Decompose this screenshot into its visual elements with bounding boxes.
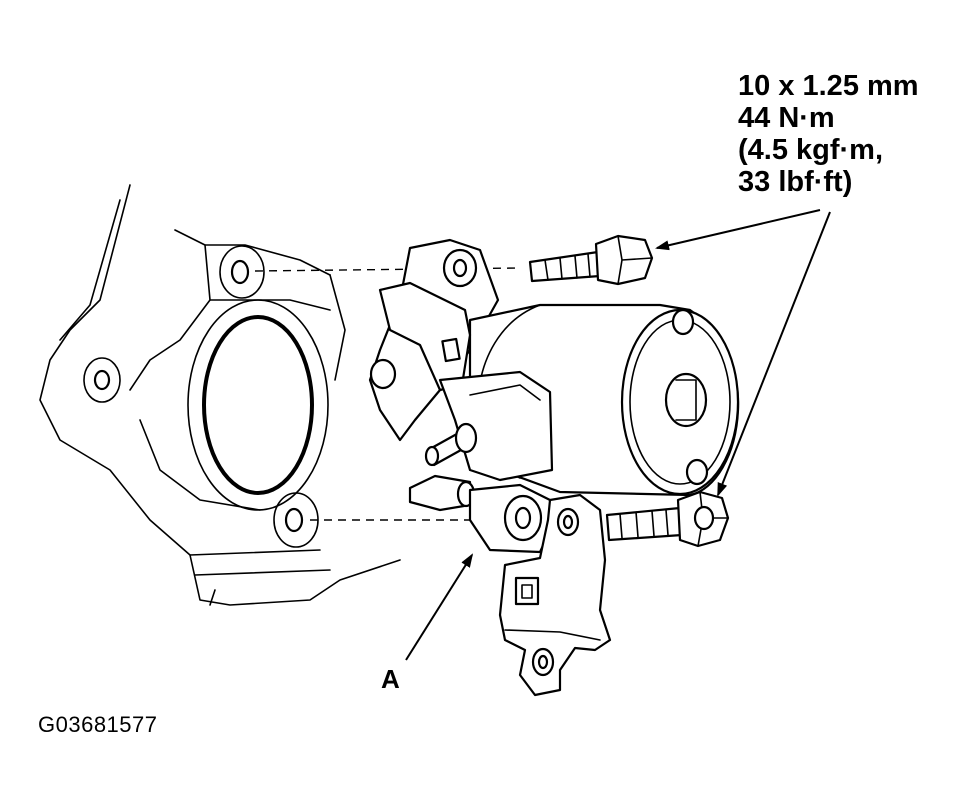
bolt-size-text: 10 x 1.25 mm (738, 70, 919, 102)
starter-motor (368, 238, 740, 554)
torque-nm-text: 44 N·m (738, 102, 835, 134)
upper-bolt-leader (655, 209, 821, 251)
torque-kgfm-text: (4.5 kgf·m, (738, 134, 884, 166)
leader-lines (405, 209, 831, 661)
figure-id: G03681577 (38, 712, 158, 737)
torque-lbfft-text: 33 lbf·ft) (738, 166, 853, 198)
callout-a-leader (405, 553, 474, 661)
lower-bolt (605, 490, 730, 548)
lower-bolt-leader (717, 211, 831, 497)
upper-bolt (528, 234, 654, 286)
bracket-a (498, 493, 612, 697)
callout-a-label: A (381, 664, 400, 694)
torque-spec-label: 10 x 1.25 mm 44 N·m (4.5 kgf·m, 33 lbf·f… (738, 70, 919, 198)
engine-housing (39, 184, 401, 606)
